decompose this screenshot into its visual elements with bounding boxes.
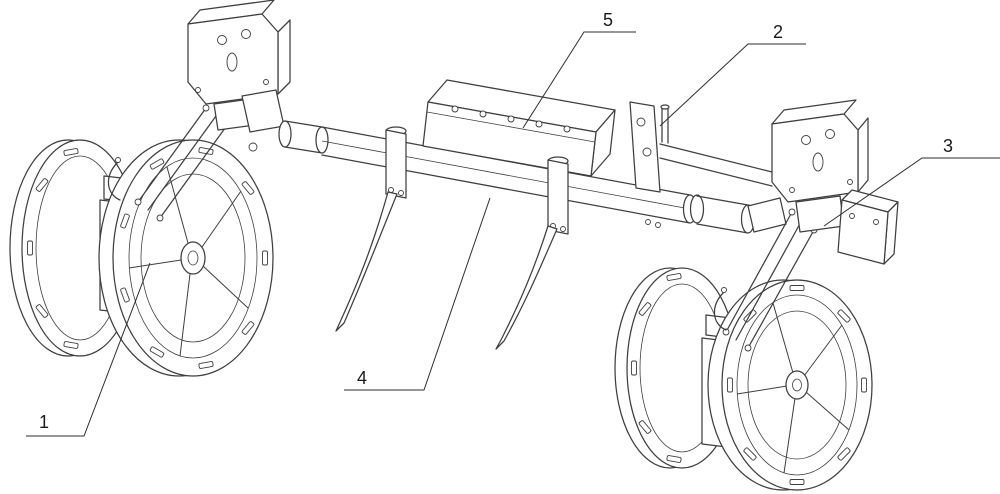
right-mounting-bracket — [771, 99, 869, 233]
left-wheel-unit — [9, 0, 291, 377]
central-gearbox-housing — [422, 79, 616, 177]
left-front-press-wheel — [98, 139, 274, 377]
beam-right-coupler — [689, 194, 787, 234]
right-wheel-unit — [614, 99, 899, 491]
beam-left-flange — [278, 120, 292, 148]
right-spring-hook — [713, 291, 727, 331]
callout-2: 2 — [659, 22, 806, 127]
right-front-press-wheel — [707, 279, 873, 491]
callout-3-label: 3 — [943, 136, 953, 156]
right-parallel-linkage — [713, 208, 818, 352]
left-spring-hook — [107, 161, 121, 201]
callout-3-leader — [823, 157, 1000, 227]
callout-1-leader — [26, 262, 151, 437]
right-side-box — [837, 189, 899, 265]
callout-5: 5 — [522, 10, 636, 129]
callout-1-label: 1 — [39, 412, 49, 432]
callout-4: 4 — [344, 197, 491, 391]
callout-4-label: 4 — [357, 368, 367, 388]
beam-clamp-left — [385, 126, 407, 199]
shank-right — [495, 225, 558, 350]
callout-5-label: 5 — [603, 10, 613, 30]
left-mounting-bracket — [187, 0, 291, 152]
callout-4-leader — [344, 197, 491, 391]
callout-3: 3 — [823, 136, 1000, 227]
callout-1: 1 — [26, 262, 151, 437]
callout-2-leader — [659, 43, 806, 127]
callout-5-leader — [522, 31, 636, 129]
beam-clamp-right — [547, 156, 569, 235]
callout-2-label: 2 — [773, 22, 783, 42]
shank-left — [335, 191, 398, 332]
callouts: 1 2 3 4 5 — [26, 10, 1000, 437]
beam-linkage-bracket — [629, 101, 773, 228]
